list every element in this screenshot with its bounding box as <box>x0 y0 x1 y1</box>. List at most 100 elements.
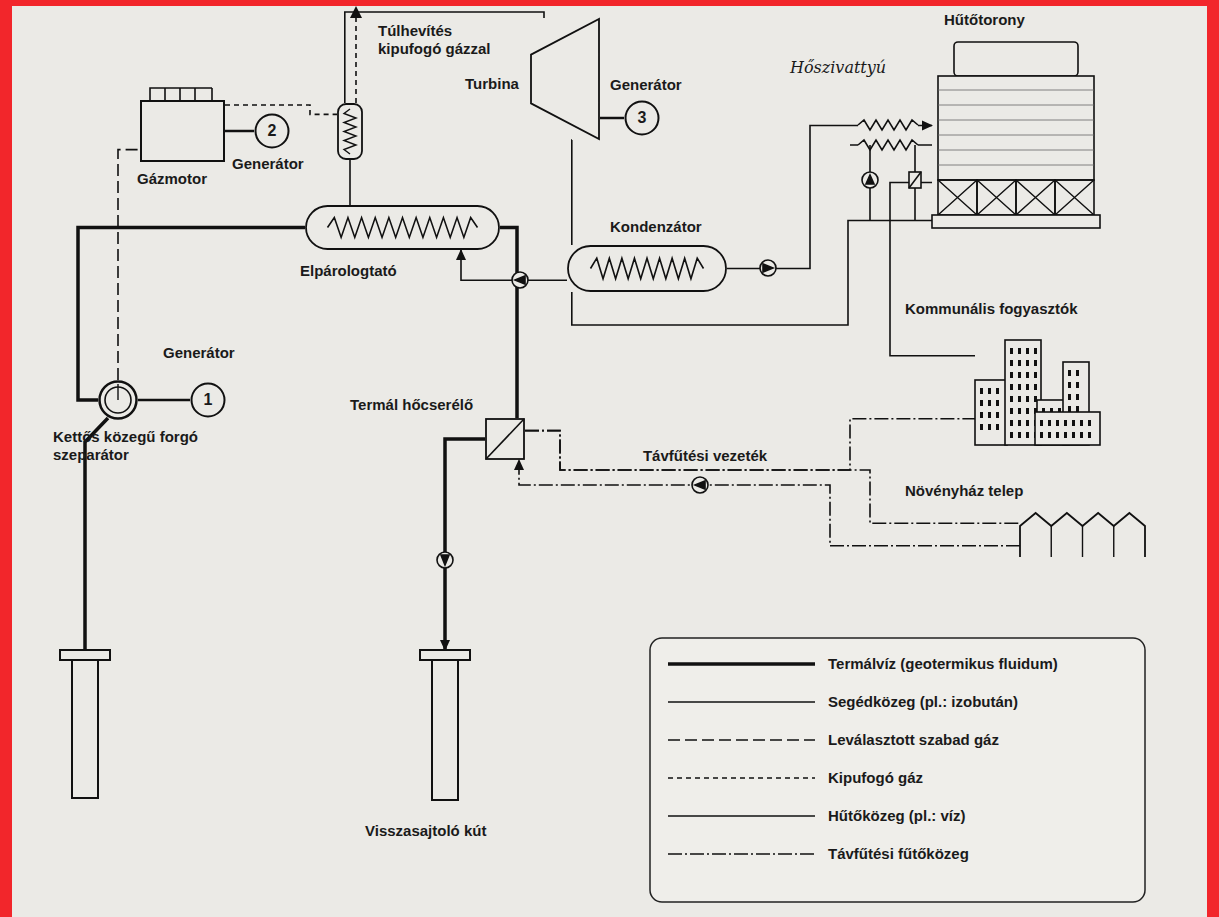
callout-number: 1 <box>190 382 226 418</box>
vessel-coil <box>328 218 478 238</box>
engine-manifold <box>150 88 212 100</box>
window <box>1018 408 1021 414</box>
window <box>996 388 999 394</box>
pipe-connector <box>345 12 544 103</box>
pipe-connector <box>349 160 351 205</box>
greenhouse-wall <box>1082 526 1083 557</box>
pump-arrow <box>695 481 705 489</box>
window <box>1076 406 1079 412</box>
tower-cross <box>1055 180 1094 215</box>
gas-engine-symbol <box>140 100 225 162</box>
pipe-connector <box>225 105 337 114</box>
generator: 3Generátor <box>624 100 660 136</box>
window <box>1048 432 1051 438</box>
building <box>1035 412 1100 445</box>
part-label: Kondenzátor <box>610 218 702 236</box>
pump-arrow <box>763 264 773 272</box>
superheater: Túlhevítés kipufogó gázzal <box>337 103 363 160</box>
pump <box>512 272 528 288</box>
exchanger-diagonal <box>486 419 524 459</box>
pipe-connector <box>600 117 624 120</box>
red-margin <box>0 0 12 917</box>
window <box>1018 360 1021 366</box>
thermal-heat-exchanger-symbol <box>485 418 525 460</box>
tower-cross <box>1016 180 1055 215</box>
window <box>1072 420 1075 426</box>
legend-sample <box>668 701 815 703</box>
window <box>1026 432 1029 438</box>
superheater-shell <box>338 104 362 159</box>
window <box>980 424 983 430</box>
greenhouse-symbol <box>1020 512 1145 557</box>
part-label: Generátor <box>610 76 682 94</box>
legend-text: Távfűtési fűtőközeg <box>828 845 969 863</box>
window <box>1010 396 1013 402</box>
window <box>1010 372 1013 378</box>
pipe-label: Távfűtési vezeték <box>640 447 770 465</box>
window <box>1018 348 1021 354</box>
injection-well-symbol <box>420 650 470 800</box>
window <box>996 412 999 418</box>
pump-symbols <box>437 260 776 568</box>
window <box>1034 360 1037 366</box>
coil-ground <box>858 136 918 154</box>
part-label: Gázmotor <box>137 170 207 188</box>
greenhouse-wall <box>1051 526 1052 557</box>
window <box>1010 432 1013 438</box>
exhaust-outlet <box>355 14 357 103</box>
separator-shaft <box>117 384 118 400</box>
window <box>1064 420 1067 426</box>
legend-text: Leválasztott szabad gáz <box>828 731 999 749</box>
tower-cross <box>938 180 977 215</box>
pipe-connector <box>519 460 1020 546</box>
window <box>1080 432 1083 438</box>
pipe-connector <box>78 228 305 401</box>
window <box>1068 370 1071 376</box>
vessel-coil <box>591 258 704 279</box>
greenhouse: Növényház telep <box>1020 512 1145 557</box>
production-well <box>72 660 98 798</box>
window <box>1026 360 1029 366</box>
window <box>1076 382 1079 388</box>
window <box>1048 420 1051 426</box>
condenser: Kondenzátor <box>567 245 727 292</box>
window <box>1068 394 1071 400</box>
window <box>1056 420 1059 426</box>
window <box>1088 420 1091 426</box>
turbine-symbol <box>530 18 600 140</box>
window <box>1018 420 1021 426</box>
window <box>1010 360 1013 366</box>
plate-exchanger <box>486 419 524 459</box>
tower-base <box>932 215 1100 228</box>
heat-pump-coil <box>858 140 918 150</box>
part-label: Turbina <box>465 75 519 93</box>
window <box>988 388 991 394</box>
window <box>980 388 983 394</box>
pipe-connector <box>445 439 485 650</box>
well-flange <box>420 650 470 660</box>
pump-arrow <box>866 175 874 184</box>
vessel-shell <box>568 246 726 291</box>
pump <box>692 477 708 493</box>
legend-text: Segédközeg (pl.: izobután) <box>828 693 1018 711</box>
superheater-coil <box>344 109 356 154</box>
pipe-connector <box>525 431 1020 524</box>
pump-arrow <box>515 276 525 284</box>
tower-louver <box>938 105 1094 106</box>
legend-text: Termálvíz (geotermikus fluidum) <box>828 655 1058 673</box>
part-label: Kettős közegű forgó szeparátor <box>53 428 213 464</box>
part-label: Termál hőcserélő <box>350 396 473 414</box>
legend-text: Hűtőközeg (pl.: víz) <box>828 807 966 825</box>
consumers: Kommunális fogyasztók <box>975 340 1100 445</box>
window <box>1026 372 1029 378</box>
legend-sample <box>668 853 815 855</box>
tower-cross <box>977 180 1016 215</box>
tower-fan-housing <box>954 42 1078 76</box>
tower-louver <box>938 165 1094 166</box>
tower-leg-box <box>1016 180 1055 215</box>
legend-box <box>650 638 1145 902</box>
pipe-connector <box>118 150 140 380</box>
turbine: Turbina <box>530 18 600 140</box>
window <box>1034 372 1037 378</box>
window <box>1076 370 1079 376</box>
